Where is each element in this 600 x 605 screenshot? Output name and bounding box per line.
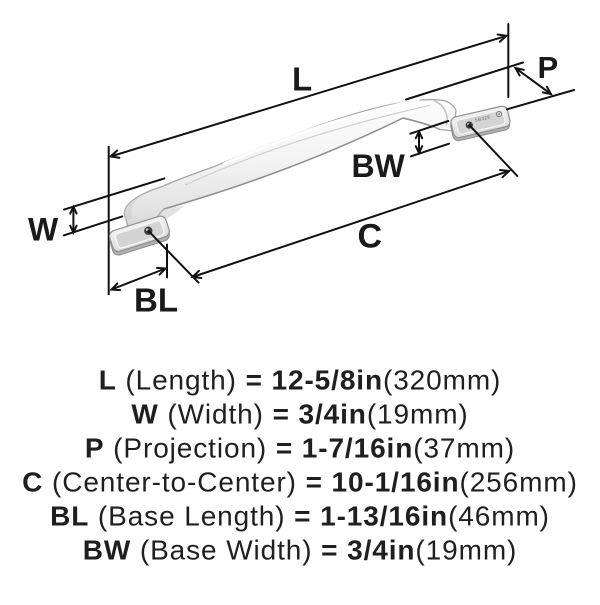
svg-text:L (Length) = 12-5/8in(320mm): L (Length) = 12-5/8in(320mm) bbox=[99, 365, 502, 396]
svg-text:C (Center-to-Center) = 10-1/16: C (Center-to-Center) = 10-1/16in(256mm) bbox=[22, 467, 578, 498]
svg-text:P (Projection) = 1-7/16in(37mm: P (Projection) = 1-7/16in(37mm) bbox=[85, 433, 515, 464]
svg-text:BW: BW bbox=[352, 148, 406, 184]
svg-text:L: L bbox=[292, 61, 312, 98]
svg-text:5B329: 5B329 bbox=[474, 114, 490, 122]
svg-text:C: C bbox=[358, 218, 383, 256]
svg-text:BW (Base Width) = 3/4in(19mm): BW (Base Width) = 3/4in(19mm) bbox=[83, 535, 518, 566]
svg-text:BL (Base Length) = 1-13/16in(4: BL (Base Length) = 1-13/16in(46mm) bbox=[50, 501, 550, 532]
svg-text:W (Width) = 3/4in(19mm): W (Width) = 3/4in(19mm) bbox=[131, 399, 468, 430]
svg-text:BL: BL bbox=[134, 282, 178, 319]
svg-text:P: P bbox=[538, 50, 559, 85]
svg-text:W: W bbox=[28, 212, 59, 248]
